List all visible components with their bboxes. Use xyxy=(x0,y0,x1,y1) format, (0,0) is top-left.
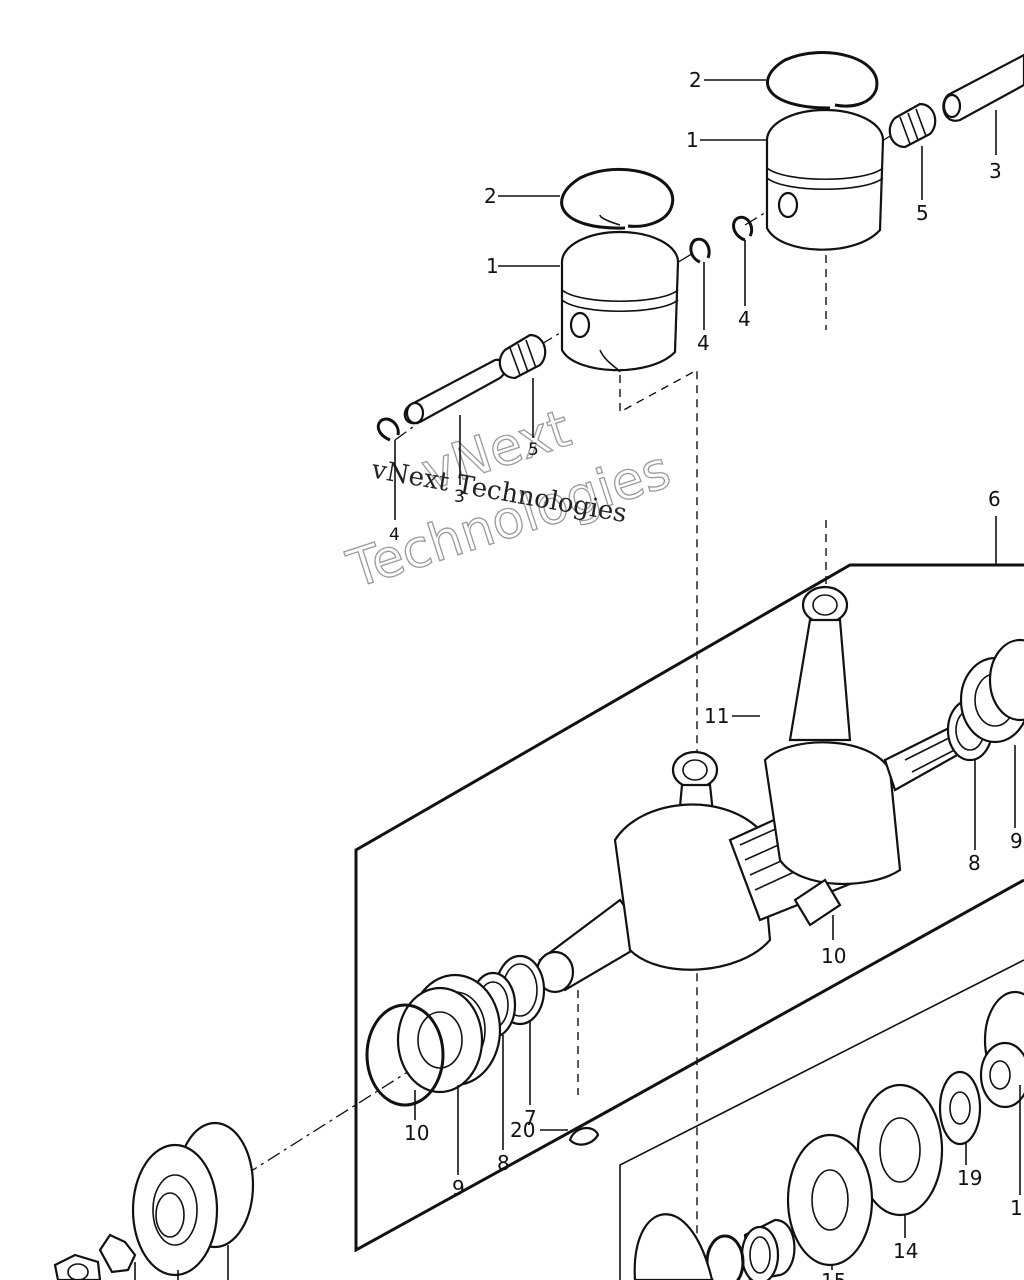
washer-15-large xyxy=(786,1133,874,1267)
woodruff-key-20 xyxy=(568,1127,600,1146)
o-ring-10 xyxy=(365,1003,445,1107)
collar-spacer xyxy=(740,1218,796,1280)
callout-15: 15 xyxy=(821,1269,846,1280)
lock-washer xyxy=(98,1233,137,1274)
piston-ring-upper-right xyxy=(766,51,879,110)
callout-8-left: 8 xyxy=(497,1151,510,1175)
callout-19: 19 xyxy=(957,1166,982,1190)
lower-assembly-boundary xyxy=(619,959,1024,1280)
callout-5-upper-right: 5 xyxy=(916,201,929,225)
flywheel-hub-18 xyxy=(979,990,1024,1109)
woodruff-key-10 xyxy=(793,878,842,927)
large-washer-bottom xyxy=(633,1213,714,1280)
callout-10-key: 10 xyxy=(821,944,846,968)
piston-pin-upper-right xyxy=(942,53,1024,122)
callout-8-right: 8 xyxy=(968,851,981,875)
callout-20: 20 xyxy=(510,1118,535,1142)
piston-ring-upper-left xyxy=(560,167,675,230)
hex-nut xyxy=(53,1253,102,1280)
callout-3-upper-right: 3 xyxy=(989,159,1002,183)
callout-11: 11 xyxy=(704,704,729,728)
callout-4-middle: 4 xyxy=(697,331,710,355)
callout-9-right: 9 xyxy=(1010,829,1023,853)
connecting-rod-rear xyxy=(788,585,852,742)
seal-housing-lower-left xyxy=(131,1121,255,1277)
needle-bearing-upper-left xyxy=(498,333,547,380)
callout-7: 7 xyxy=(524,1106,537,1130)
piston-upper-right xyxy=(765,108,885,251)
callout-9-left: 9 xyxy=(452,1176,465,1200)
callout-2-upper-right: 2 xyxy=(689,68,702,92)
callout-4-upper-right: 4 xyxy=(738,307,751,331)
callout-10-oring: 10 xyxy=(404,1121,429,1145)
piston-upper-left xyxy=(560,230,680,373)
callout-14: 14 xyxy=(893,1239,918,1263)
ball-bearing-9-right xyxy=(959,638,1024,744)
crankshaft-assembly-boundary xyxy=(354,563,1024,1253)
circlip-left xyxy=(376,417,400,442)
callout-2-upper-left: 2 xyxy=(484,184,497,208)
callout-5-upper-left: 5 xyxy=(528,440,539,460)
needle-bearing-upper-right xyxy=(888,102,937,149)
leader-lines xyxy=(134,79,1021,1280)
small-o-ring xyxy=(705,1234,745,1280)
circlip-right-upper-left xyxy=(689,237,711,264)
callout-1-upper-left: 1 xyxy=(486,254,499,278)
piston-pin-upper-left xyxy=(403,358,507,425)
callout-labels: 2 1 3 5 4 2 1 4 5 3 4 6 11 8 9 10 10 9 8… xyxy=(389,68,1024,1280)
callout-18: 18 xyxy=(1010,1196,1024,1220)
ball-bearing-9-left xyxy=(396,973,502,1094)
crankshaft xyxy=(535,718,977,994)
callout-1-upper-right: 1 xyxy=(686,128,699,152)
callout-3-upper-left: 3 xyxy=(454,487,465,507)
callout-6: 6 xyxy=(988,487,1001,511)
callout-4-left: 4 xyxy=(389,525,400,545)
washer-19 xyxy=(938,1070,982,1146)
watermark: vNext Technologies vNext Technologies xyxy=(340,398,678,601)
circlip-upper-right xyxy=(732,215,754,242)
